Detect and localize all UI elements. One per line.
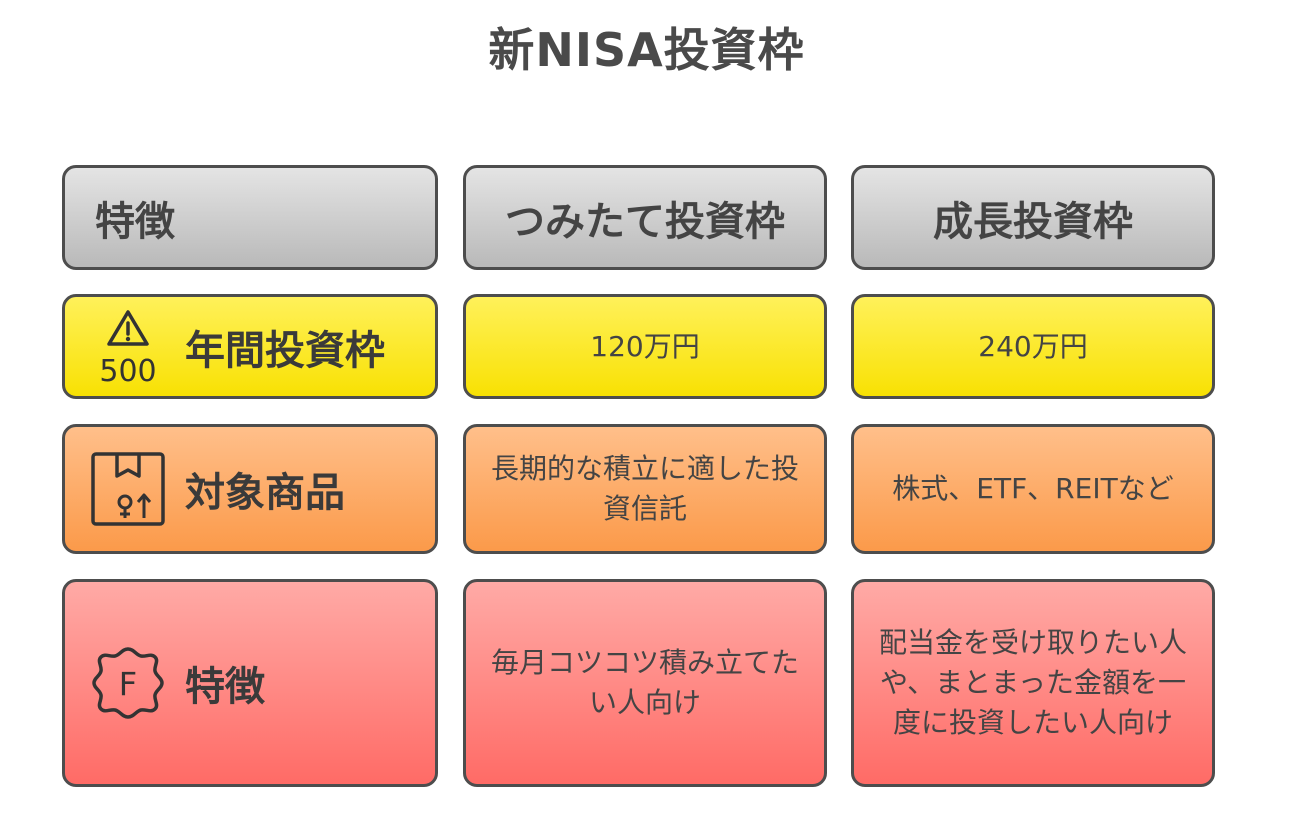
target-products-tsumitate-value: 長期的な積立に適した投資信託 <box>490 452 799 525</box>
row-annual-limit-label-cell: 500 年間投資枠 <box>62 294 438 399</box>
features-tsumitate-value: 毎月コツコツ積み立てたい人向け <box>490 646 799 719</box>
row-target-products-growth-cell: 株式、ETF、REITなど <box>851 424 1215 554</box>
row-features-tsumitate-cell: 毎月コツコツ積み立てたい人向け <box>463 579 827 787</box>
row-target-products-label: 対象商品 <box>185 470 345 516</box>
features-growth-value: 配当金を受け取りたい人や、まとまった金額を一度に投資したい人向け <box>878 626 1187 739</box>
row-features-label: 特徴 <box>185 664 265 710</box>
annual-limit-growth-value: 240万円 <box>978 329 1088 363</box>
row-features-growth-cell: 配当金を受け取りたい人や、まとまった金額を一度に投資したい人向け <box>851 579 1215 787</box>
header-growth-label: 成長投資枠 <box>933 198 1133 245</box>
target-products-growth-value: 株式、ETF、REITなど <box>892 472 1174 505</box>
header-tsumitate-cell: つみたて投資枠 <box>463 165 827 270</box>
badge-f-text: F <box>119 665 137 703</box>
header-feature-cell: 特徴 <box>62 165 438 270</box>
header-growth-cell: 成長投資枠 <box>851 165 1215 270</box>
row-features-label-cell: F 特徴 <box>62 579 438 787</box>
row-annual-limit-growth-cell: 240万円 <box>851 294 1215 399</box>
row-annual-limit-label: 年間投資枠 <box>185 327 385 374</box>
product-box-icon <box>91 452 165 526</box>
row-annual-limit-tsumitate-cell: 120万円 <box>463 294 827 399</box>
header-feature-label: 特徴 <box>95 198 175 245</box>
row-target-products-tsumitate-cell: 長期的な積立に適した投資信託 <box>463 424 827 554</box>
limit-500-warning-icon: 500 <box>99 309 157 386</box>
annual-limit-tsumitate-value: 120万円 <box>590 329 700 363</box>
header-tsumitate-label: つみたて投資枠 <box>505 198 785 245</box>
page-title: 新NISA投資枠 <box>488 23 805 77</box>
badge-f-icon: F <box>92 647 164 719</box>
limit-500-text: 500 <box>99 354 156 386</box>
row-target-products-label-cell: 対象商品 <box>62 424 438 554</box>
